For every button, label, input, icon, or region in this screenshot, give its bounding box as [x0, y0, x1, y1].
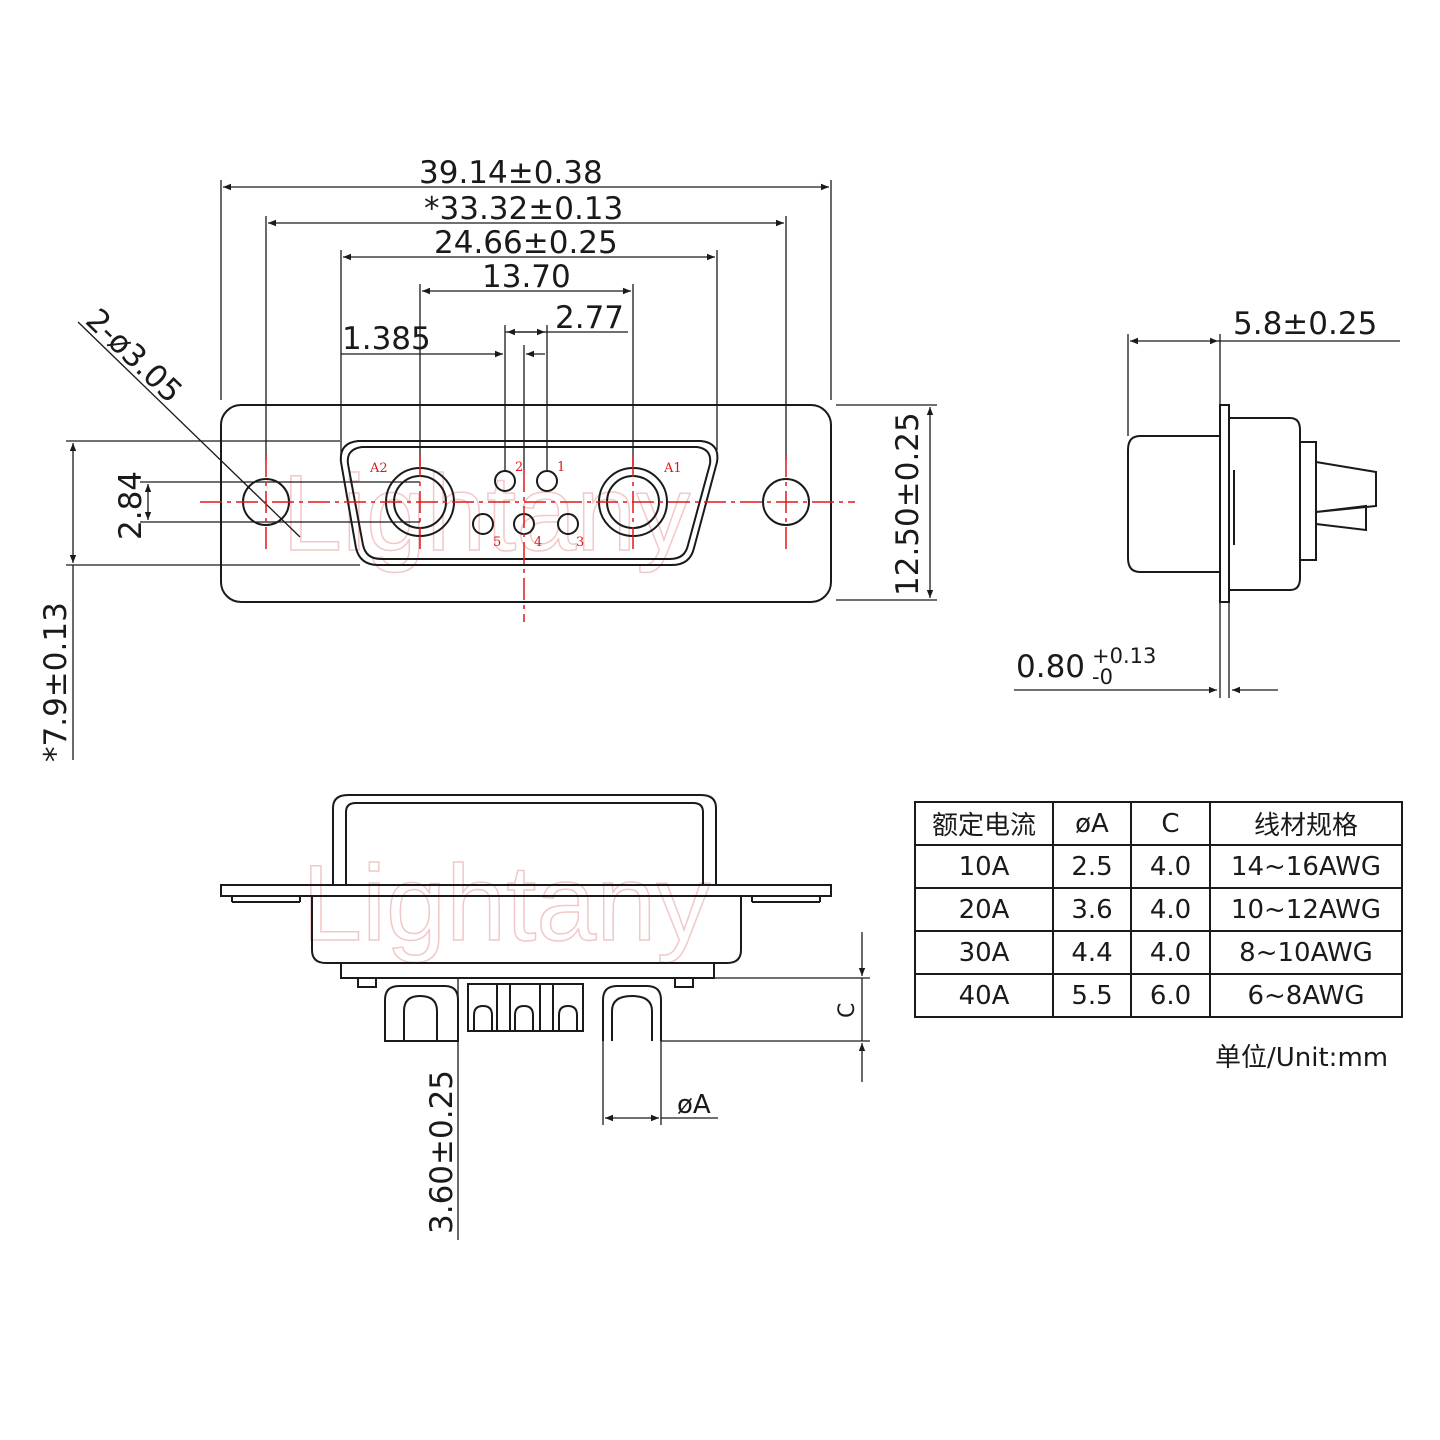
table-row: 30A 4.4 4.0 8~10AWG [914, 930, 1403, 975]
bottom-flange [220, 884, 832, 897]
side-insulator [1229, 417, 1301, 591]
solder-cup-right [602, 985, 662, 1041]
label-shell-width: 24.66±0.25 [434, 225, 618, 261]
side-flange [1219, 404, 1230, 603]
label-signal-offset: 1.385 [342, 321, 431, 357]
label-flange-thickness: 0.80 [1016, 649, 1085, 685]
signal-pin-2 [494, 470, 516, 492]
pin-label-3: 3 [576, 535, 584, 550]
label-center-height: *7.9±0.13 [38, 602, 74, 762]
spec-header-row: 额定电流 øA C 线材规格 [914, 801, 1403, 846]
signal-tails [467, 983, 584, 1032]
spec-table: 额定电流 øA C 线材规格 10A 2.5 4.0 14~16AWG 20A … [914, 801, 1403, 1018]
label-c: C [835, 1003, 860, 1018]
cell-c: 4.0 [1130, 844, 1211, 889]
pin-label-2: 2 [515, 460, 523, 475]
signal-pin-3 [557, 513, 579, 535]
header-diameter: øA [1052, 801, 1132, 846]
cell-diameter: 4.4 [1052, 930, 1132, 975]
table-row: 20A 3.6 4.0 10~12AWG [914, 887, 1403, 932]
cell-wire: 6~8AWG [1209, 973, 1403, 1018]
label-contact-pitch: 13.70 [482, 259, 571, 295]
header-c: C [1130, 801, 1211, 846]
pin-label-5: 5 [493, 535, 501, 550]
label-hole-callout: 2-ø3.05 [78, 302, 189, 410]
pin-label-a1: A1 [663, 461, 682, 476]
cell-wire: 8~10AWG [1209, 930, 1403, 975]
cell-c: 4.0 [1130, 930, 1211, 975]
cell-diameter: 5.5 [1052, 973, 1132, 1018]
centerlines [200, 455, 855, 622]
side-insert-block [1299, 441, 1317, 561]
bottom-shell-top [332, 794, 717, 885]
front-flange [220, 404, 832, 603]
cell-current: 20A [914, 887, 1054, 932]
cell-diameter: 3.6 [1052, 887, 1132, 932]
table-row: 40A 5.5 6.0 6~8AWG [914, 973, 1403, 1018]
pin-label-a2: A2 [369, 461, 388, 476]
label-height: 12.50±0.25 [890, 412, 926, 596]
cell-wire: 14~16AWG [1209, 844, 1403, 889]
front-shell-inner [346, 446, 712, 560]
label-diameter: øA [677, 1090, 711, 1120]
pin-label-4: 4 [534, 535, 542, 550]
header-wire-spec: 线材规格 [1209, 801, 1403, 846]
signal-pin-5 [472, 513, 494, 535]
cell-wire: 10~12AWG [1209, 887, 1403, 932]
label-signal-pitch: 2.77 [555, 300, 624, 336]
label-flange-tol-lower: -0 [1092, 665, 1113, 689]
watermark-bottom: Lightany [302, 842, 710, 963]
side-solder-cup [1315, 461, 1377, 532]
label-row-spacing: 2.84 [113, 471, 149, 540]
solder-cup-left [384, 985, 459, 1042]
header-rated-current: 额定电流 [914, 801, 1054, 846]
cell-current: 10A [914, 844, 1054, 889]
table-row: 10A 2.5 4.0 14~16AWG [914, 844, 1403, 889]
label-mount-pitch: *33.32±0.13 [424, 191, 623, 227]
side-shell [1127, 435, 1221, 573]
label-overall-width: 39.14±0.38 [419, 155, 603, 191]
leader-hole-callout [77, 321, 301, 538]
mount-hole-right [762, 478, 810, 526]
cell-current: 40A [914, 973, 1054, 1018]
cell-current: 30A [914, 930, 1054, 975]
unit-note: 单位/Unit:mm [1215, 1043, 1389, 1073]
label-flange-tol-upper: +0.13 [1092, 644, 1156, 668]
cell-c: 6.0 [1130, 973, 1211, 1018]
pin-label-1: 1 [557, 460, 565, 475]
cell-c: 4.0 [1130, 887, 1211, 932]
label-depth: 5.8±0.25 [1233, 306, 1377, 342]
cell-diameter: 2.5 [1052, 844, 1132, 889]
bottom-base [340, 962, 715, 979]
label-tail: 3.60±0.25 [424, 1070, 460, 1234]
signal-pin-1 [536, 470, 558, 492]
